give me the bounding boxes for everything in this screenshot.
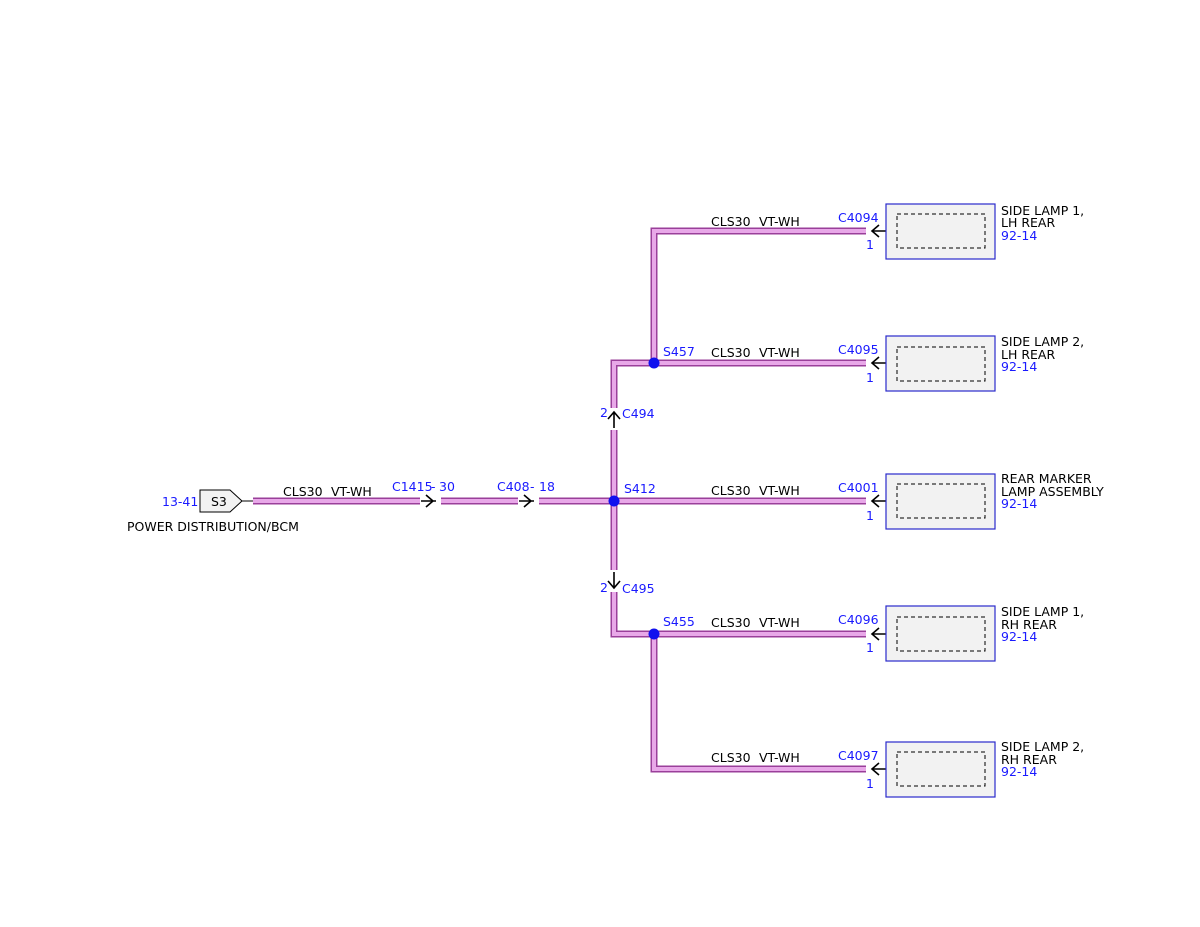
wire-circuit-label: CLS30 [283, 484, 323, 499]
svg-text:-: - [431, 479, 436, 494]
load-connector-pin: 1 [866, 776, 874, 791]
load-name-line2: RH REAR [1001, 752, 1057, 767]
load-connector-pin: 1 [866, 640, 874, 655]
load-side-lamp-1-lh-rear: CLS30 VT-WH C4094 1 SIDE LAMP 1, LH REAR… [711, 203, 1084, 260]
load-ref: 92-14 [1001, 359, 1037, 374]
source-ref: 13-41 [162, 494, 198, 509]
wire-color-label: VT-WH [759, 615, 800, 630]
load-side-lamp-1-rh-rear: CLS30 VT-WH C4096 1 SIDE LAMP 1, RH REAR… [711, 604, 1084, 662]
svg-text:-: - [530, 479, 535, 494]
load-side-lamp-2-rh-rear: CLS30 VT-WH C4097 1 SIDE LAMP 2, RH REAR… [711, 739, 1084, 798]
connector-c1415-id: C1415 [392, 479, 433, 494]
connector-c494: 2 C494 [600, 405, 655, 428]
connector-c1415-pin: 30 [439, 479, 455, 494]
wire-harness [253, 227, 866, 773]
load-component-inner [896, 483, 986, 519]
load-name-line2: RH REAR [1001, 617, 1057, 632]
connector-c495-symbol [607, 572, 621, 590]
source-name: POWER DISTRIBUTION/BCM [127, 519, 299, 534]
load-connector-pin: 1 [866, 508, 874, 523]
load-side-lamp-2-lh-rear: CLS30 VT-WH C4095 1 SIDE LAMP 2, LH REAR… [711, 334, 1084, 392]
load-connector-pin: 1 [866, 370, 874, 385]
wire-circuit-label: CLS30 [711, 214, 751, 229]
connector-c1415: C1415 - 30 [392, 479, 455, 508]
splice-s457-dot [648, 357, 660, 369]
splice-s455-label: S455 [663, 614, 695, 629]
wire-color-label: VT-WH [759, 483, 800, 498]
wire-color-label: VT-WH [331, 484, 372, 499]
source-pin-tag [199, 489, 243, 513]
load-rear-marker-lamp-assembly: CLS30 VT-WH C4001 1 REAR MARKER LAMP ASS… [711, 471, 1104, 530]
connector-c494-symbol [607, 410, 621, 428]
source-power-distribution-bcm: 13-41 S3 POWER DISTRIBUTION/BCM [127, 489, 299, 534]
load-component-box [885, 741, 996, 798]
wire-circuit-label: CLS30 [711, 483, 751, 498]
wire-color-label: VT-WH [759, 345, 800, 360]
splice-s455-dot [648, 628, 660, 640]
load-name-line1: SIDE LAMP 1, [1001, 203, 1084, 218]
load-connector-pin: 1 [866, 237, 874, 252]
load-component-inner [896, 213, 986, 249]
load-component-box [885, 203, 996, 260]
splice-s412-label: S412 [624, 481, 656, 496]
load-component-inner [896, 346, 986, 382]
wire-circuit-label: CLS30 [711, 615, 751, 630]
source-pin: S3 [211, 494, 227, 509]
connector-c408: C408 - 18 [497, 479, 555, 508]
connector-c1415-symbol [421, 494, 436, 508]
connector-c495-id: C495 [622, 581, 655, 596]
load-name-line2: LH REAR [1001, 215, 1055, 230]
load-ref: 92-14 [1001, 496, 1037, 511]
load-component-box [885, 605, 996, 662]
wire-circuit-label: CLS30 [711, 750, 751, 765]
connector-c495-pin: 2 [600, 580, 608, 595]
connector-c408-pin: 18 [539, 479, 555, 494]
load-component-box [885, 335, 996, 392]
wire-color-label: VT-WH [759, 214, 800, 229]
splice-s457-label: S457 [663, 344, 695, 359]
load-connector-id: C4095 [838, 342, 879, 357]
load-component-inner [896, 616, 986, 652]
load-name-line1: SIDE LAMP 1, [1001, 604, 1084, 619]
connector-c495: 2 C495 [600, 572, 655, 596]
wire-circuit-label: CLS30 [711, 345, 751, 360]
load-ref: 92-14 [1001, 629, 1037, 644]
wire-color-label: VT-WH [759, 750, 800, 765]
connector-c494-pin: 2 [600, 405, 608, 420]
splice-s455: S455 [648, 614, 695, 640]
load-connector-id: C4096 [838, 612, 879, 627]
load-name-line1: SIDE LAMP 2, [1001, 739, 1084, 754]
load-connector-id: C4097 [838, 748, 879, 763]
load-component-box [885, 473, 996, 530]
load-name-line1: SIDE LAMP 2, [1001, 334, 1084, 349]
load-ref: 92-14 [1001, 764, 1037, 779]
splice-s412-dot [608, 495, 620, 507]
load-name-line2: LAMP ASSEMBLY [1001, 484, 1104, 499]
load-component-inner [896, 751, 986, 787]
load-connector-id: C4001 [838, 480, 879, 495]
load-connector-id: C4094 [838, 210, 879, 225]
splice-s412: S412 [608, 481, 656, 507]
load-ref: 92-14 [1001, 228, 1037, 243]
load-name-line1: REAR MARKER [1001, 471, 1092, 486]
connector-c408-symbol [519, 494, 534, 508]
splice-s457: S457 [648, 344, 695, 369]
load-name-line2: LH REAR [1001, 347, 1055, 362]
connector-c408-id: C408 [497, 479, 530, 494]
connector-c494-id: C494 [622, 406, 655, 421]
